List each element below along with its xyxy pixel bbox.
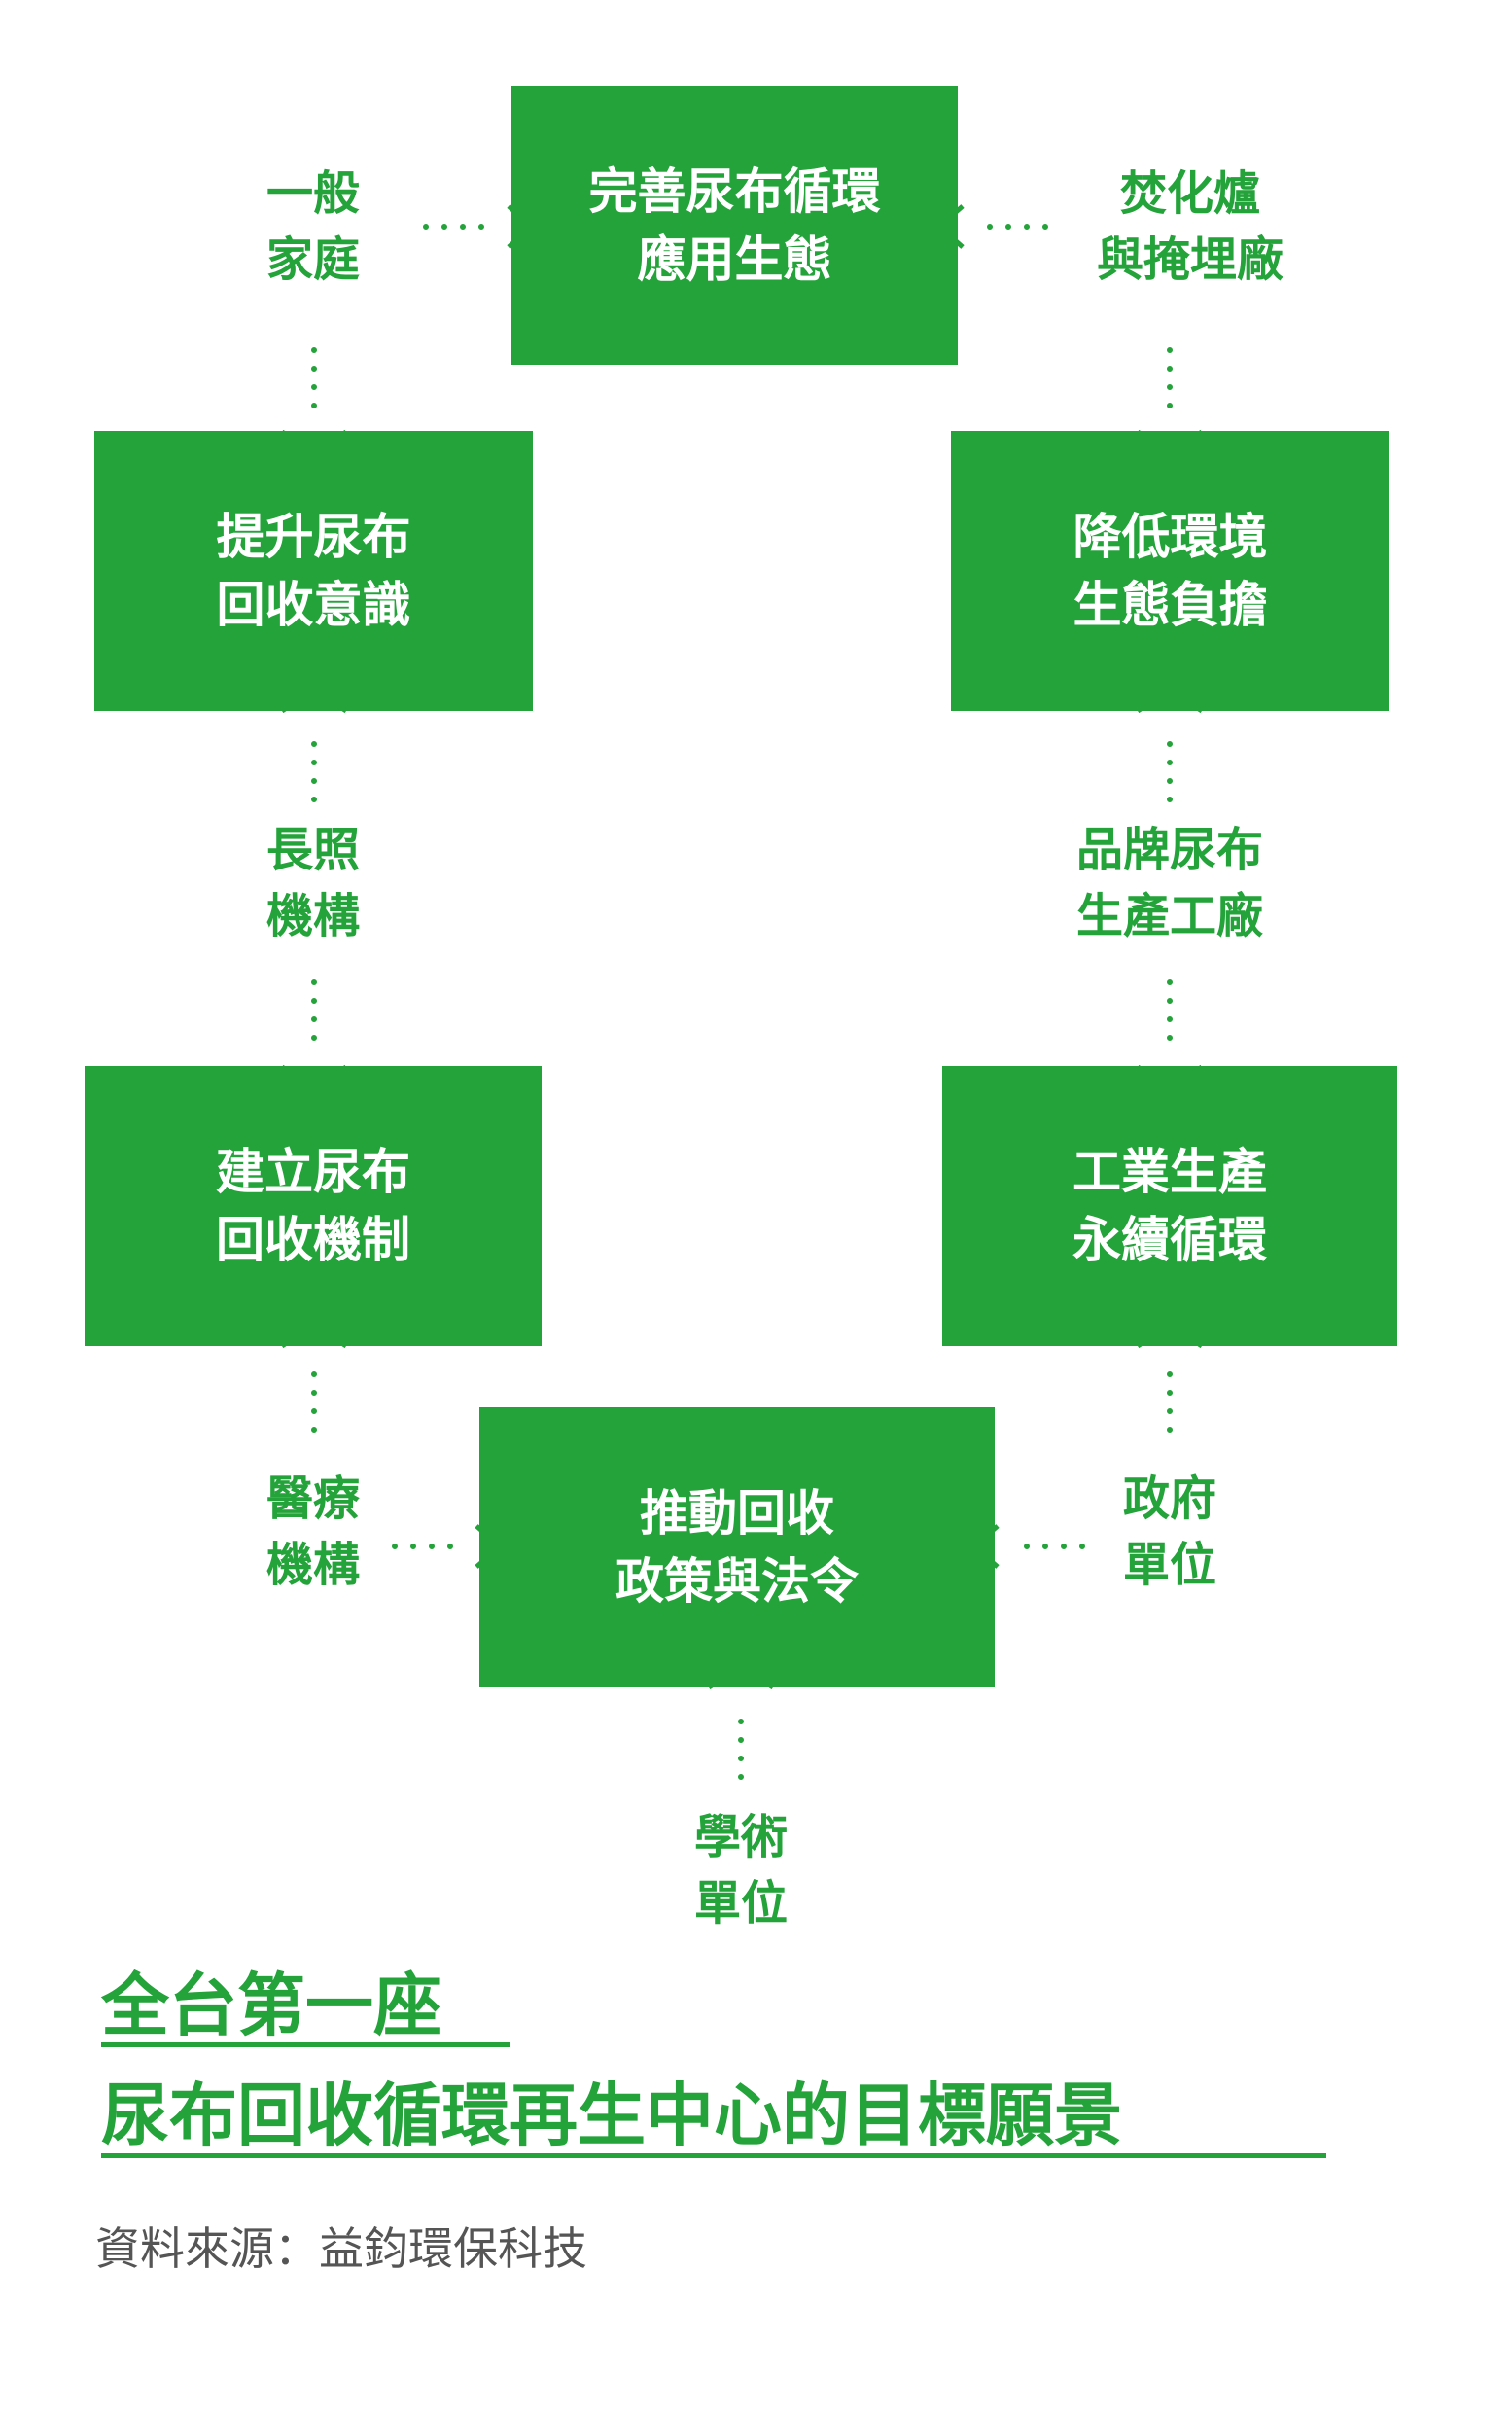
- label-line: 一般: [265, 166, 360, 221]
- label-government: 政府 單位: [1072, 1464, 1267, 1600]
- box-line: 永續循環: [1072, 1212, 1267, 1268]
- box-line: 應用生態: [637, 231, 832, 288]
- label-line: 焚化爐: [1119, 166, 1260, 221]
- label-line: 家庭: [265, 232, 360, 287]
- label-line: 單位: [1122, 1538, 1216, 1592]
- box-line: 回收意識: [216, 577, 411, 633]
- label-incinerators: 焚化爐 與掩埋廠: [1054, 159, 1326, 295]
- label-line: 醫療: [265, 1472, 360, 1526]
- label-line: 生產工廠: [1075, 889, 1263, 943]
- box-line: 回收機制: [216, 1212, 410, 1268]
- label-households: 一般 家庭: [216, 159, 410, 295]
- title-line-1: 全台第一座: [101, 1966, 441, 2045]
- label-line: 與掩埋廠: [1096, 232, 1283, 287]
- label-line: 政府: [1122, 1472, 1216, 1526]
- box-line: 工業生產: [1072, 1144, 1267, 1200]
- title-underline-2: [101, 2153, 1326, 2158]
- label-line: 長照: [265, 823, 360, 877]
- label-academic: 學術 單位: [644, 1802, 838, 1938]
- box-raise-awareness: 提升尿布 回收意識: [94, 431, 533, 711]
- label-brand-factories: 品牌尿布 生產工廠: [1034, 815, 1306, 951]
- source-note: 資料來源：益鈞環保科技: [95, 2222, 587, 2275]
- label-line: 單位: [693, 1876, 788, 1931]
- box-line: 生態負擔: [1072, 577, 1268, 633]
- box-line: 降低環境: [1072, 509, 1268, 565]
- title-underline-1: [101, 2042, 510, 2047]
- label-long-term-care: 長照 機構: [216, 815, 410, 951]
- box-policy-regulation: 推動回收 政策與法令: [479, 1407, 995, 1687]
- box-line: 完善尿布循環: [588, 162, 881, 220]
- box-reduce-burden: 降低環境 生態負擔: [951, 431, 1389, 711]
- title-line-2: 尿布回收循環再生中心的目標願景: [101, 2076, 1122, 2155]
- box-sustainable-production: 工業生產 永續循環: [942, 1066, 1397, 1346]
- box-line: 政策與法令: [615, 1553, 859, 1610]
- box-circular-ecosystem: 完善尿布循環 應用生態: [511, 86, 958, 365]
- label-line: 品牌尿布: [1075, 823, 1263, 877]
- label-medical: 醫療 機構: [216, 1464, 410, 1600]
- box-line: 推動回收: [640, 1485, 834, 1542]
- box-line: 提升尿布: [216, 509, 411, 565]
- label-line: 學術: [693, 1810, 788, 1864]
- box-recycling-mechanism: 建立尿布 回收機制: [85, 1066, 542, 1346]
- label-line: 機構: [265, 1538, 360, 1592]
- label-line: 機構: [265, 889, 360, 943]
- box-line: 建立尿布: [216, 1144, 410, 1200]
